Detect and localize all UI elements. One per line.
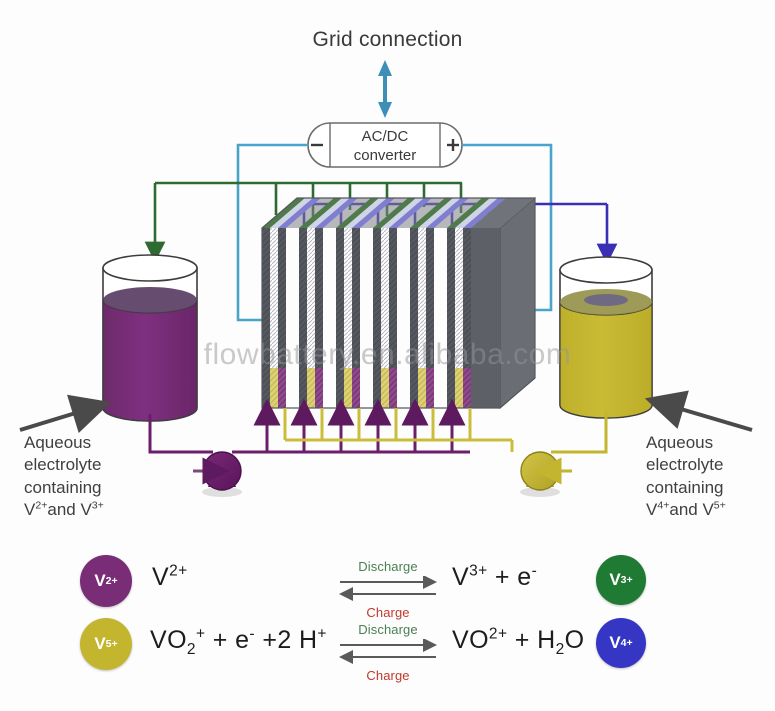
rxn2-product-tail2: O	[564, 626, 585, 654]
converter-label: AC/DC converter	[335, 128, 435, 166]
left-electrolyte-tank	[19, 254, 213, 454]
right-tank-line2: electrolyte	[646, 455, 724, 475]
rxn2-product-base: VO	[452, 626, 489, 654]
rxn2-reactant-tail2-sup: +	[317, 625, 327, 643]
purple-feed-manifold	[232, 398, 470, 454]
left-ion-join: and V	[47, 500, 92, 520]
converter-label-line1: AC/DC	[361, 128, 409, 145]
right-tank-ions: V4+and V5+	[646, 499, 775, 521]
v2plus-bubble-base: V	[94, 571, 106, 590]
right-tank-line3: containing	[646, 477, 724, 497]
reaction-1-reactant: V2+	[152, 563, 188, 592]
right-electrolyte-tank	[551, 256, 753, 454]
rxn1-product-tail: + e	[487, 563, 532, 591]
grid-connection-arrow	[378, 60, 392, 118]
right-ion2-charge: 5+	[713, 499, 726, 512]
right-ion-prefix: V	[646, 500, 658, 520]
rxn1-charge-label: Charge	[366, 605, 410, 620]
right-ion-join: and V	[669, 500, 714, 520]
converter-label-line2: converter	[353, 146, 417, 164]
negative-circuit-wire	[236, 143, 308, 322]
reaction-1-arrows: Discharge Charge	[338, 559, 438, 620]
rxn1-product-tail-sup: -	[531, 562, 538, 580]
right-pump[interactable]	[520, 451, 572, 497]
right-tank-label: Aqueous electrolyte containing V4+and V5…	[646, 432, 775, 522]
reaction-1-product: V3+ + e-	[452, 563, 537, 592]
rxn2-reactant-sub: 2	[186, 641, 196, 658]
rxn1-reactant-sup: 2+	[169, 562, 188, 580]
left-ion2-charge: 3+	[91, 499, 104, 512]
v4plus-bubble-base: V	[609, 633, 621, 652]
rxn2-reactant-base: VO	[150, 626, 187, 654]
cell-stack	[261, 196, 536, 410]
reaction-2-arrows: Discharge Charge	[338, 622, 438, 683]
left-pump[interactable]	[193, 451, 242, 497]
rxn2-reactant-tail-sup: -	[249, 625, 255, 643]
rxn2-discharge-label: Discharge	[358, 622, 418, 637]
left-ion1-charge: 2+	[35, 499, 48, 512]
rxn2-reactant-tail2: +2 H	[254, 626, 318, 654]
rxn2-reactant-sup: +	[195, 625, 206, 643]
left-tank-return-arrow	[19, 394, 112, 433]
yellow-feed-manifold	[283, 408, 514, 452]
rxn1-discharge-label: Discharge	[358, 559, 418, 574]
rxn2-charge-label: Charge	[366, 668, 410, 683]
reaction-2-reactant: VO2+ + e- +2 H+	[150, 625, 327, 658]
left-tank-line1: Aqueous	[24, 433, 92, 452]
left-ion-prefix: V	[24, 500, 36, 520]
reaction-2-product: VO2+ + H2O	[452, 625, 585, 658]
v5plus-bubble-base: V	[94, 634, 106, 653]
rxn1-product-sup: 3+	[469, 562, 488, 580]
left-tank-line2: electrolyte	[24, 455, 102, 475]
left-tank-ions: V2+and V3+	[24, 499, 174, 521]
right-ion1-charge: 4+	[657, 499, 670, 512]
rxn1-reactant-base: V	[152, 563, 170, 591]
rxn2-reactant-tail: + e	[205, 626, 250, 654]
rxn2-product-tail-sub: 2	[555, 641, 565, 658]
ac-dc-converter[interactable]	[307, 122, 463, 168]
v3plus-bubble-base: V	[609, 570, 621, 589]
left-tank-label: Aqueous electrolyte containing V2+and V3…	[24, 432, 174, 522]
rxn2-product-sup: 2+	[488, 625, 508, 643]
page-title: Grid connection	[312, 28, 463, 51]
left-tank-line3: containing	[24, 477, 102, 497]
rxn1-product-base: V	[452, 563, 470, 591]
rxn2-product-tail: + H	[507, 626, 556, 654]
right-tank-return-arrow	[644, 390, 753, 432]
right-tank-line1: Aqueous	[646, 433, 714, 452]
